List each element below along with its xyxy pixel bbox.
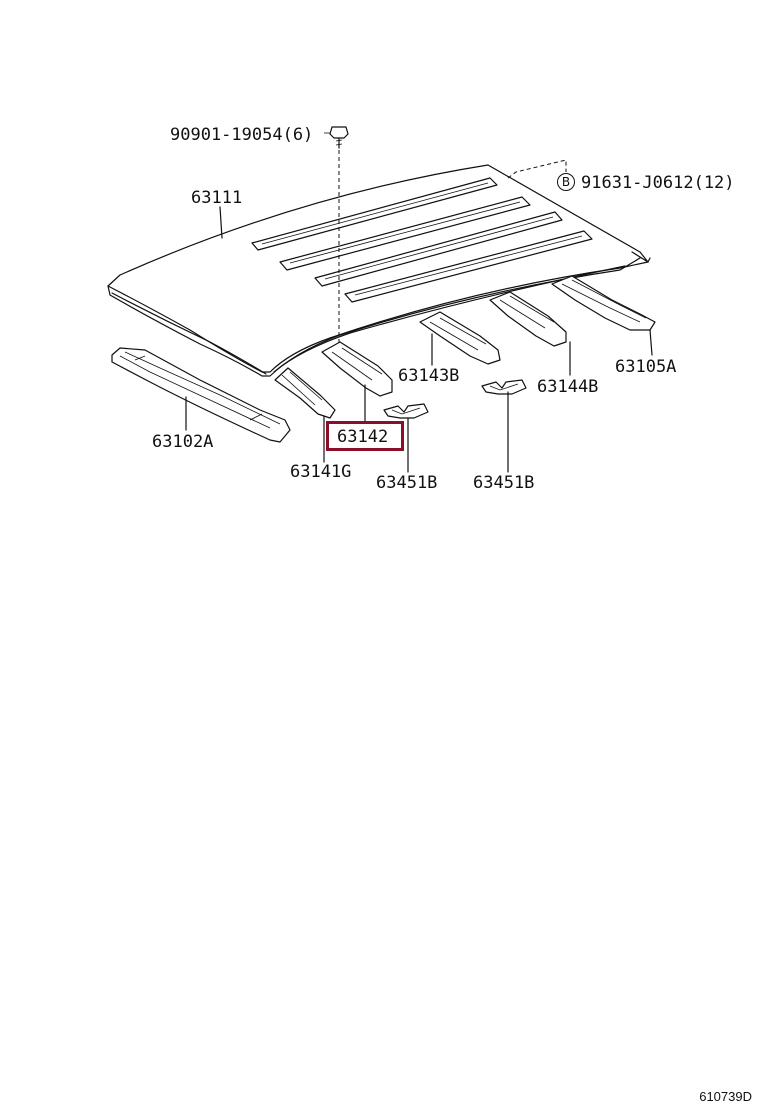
callout-b-leader (507, 159, 567, 179)
label-bow-63144b[interactable]: 63144B (537, 377, 599, 397)
bow-63142 (321, 341, 393, 397)
label-bracket-63451b-2[interactable]: 63451B (473, 473, 535, 493)
bow-63141g (274, 367, 336, 419)
label-bow-63143b[interactable]: 63143B (398, 366, 460, 386)
label-screw-91631-j0612[interactable]: 91631-J0612(12) (581, 173, 735, 193)
front-rail-63102a (111, 347, 291, 443)
label-bracket-63451b-1[interactable]: 63451B (376, 473, 438, 493)
label-bow-63141g[interactable]: 63141G (290, 462, 352, 482)
label-bow-63142[interactable]: 63142 (337, 427, 389, 447)
leader-lines (185, 206, 653, 473)
highlight-box-63142 (326, 421, 404, 451)
rear-rail-63105a (551, 275, 656, 331)
bolt-90901-19054 (324, 126, 349, 345)
roof-panel-63111 (107, 164, 651, 377)
label-rail-63105a[interactable]: 63105A (615, 357, 677, 377)
label-rail-63102a[interactable]: 63102A (152, 432, 214, 452)
b-marker-circle: B (557, 173, 575, 191)
label-roof-panel-63111[interactable]: 63111 (191, 188, 243, 208)
bow-63144b (489, 291, 567, 347)
bracket-63451b-left (383, 403, 429, 419)
diagram-code: 610739D (699, 1089, 752, 1104)
bracket-63451b-right (481, 379, 527, 395)
label-bolt-90901-19054[interactable]: 90901-19054(6) (170, 125, 314, 145)
bow-63143b (419, 311, 501, 365)
